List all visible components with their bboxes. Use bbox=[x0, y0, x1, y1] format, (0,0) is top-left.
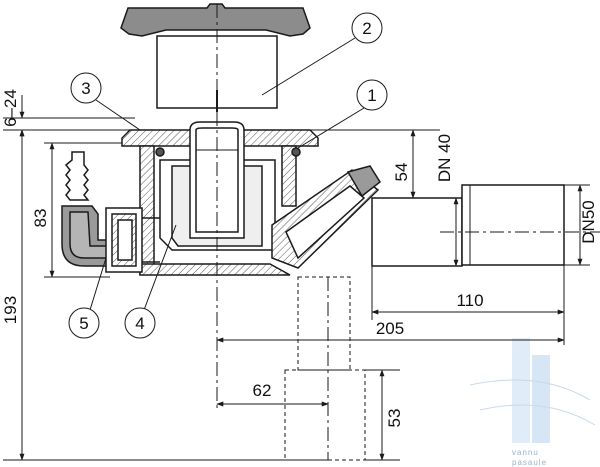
dim-dn40: DN 40 bbox=[435, 134, 454, 182]
callout-1: 1 bbox=[367, 86, 376, 105]
callout-4: 4 bbox=[135, 314, 144, 333]
watermark-line2: pasaule bbox=[512, 458, 547, 467]
dim-dn50: DN50 bbox=[579, 200, 598, 243]
side-inlet bbox=[61, 151, 160, 273]
dim-54: 54 bbox=[392, 163, 411, 182]
callout-labels: 2 3 1 5 4 bbox=[79, 19, 376, 333]
dim-6-24: 6–24 bbox=[1, 89, 20, 127]
outlet-pipes bbox=[371, 184, 600, 267]
dim-193: 193 bbox=[1, 296, 20, 324]
callout-1-circle bbox=[356, 79, 388, 111]
watermark-line1: vannu bbox=[512, 448, 539, 457]
reference-lines bbox=[3, 117, 440, 461]
callouts bbox=[68, 12, 388, 339]
callout-2: 2 bbox=[362, 19, 371, 38]
dim-53: 53 bbox=[385, 409, 404, 428]
grate-cap bbox=[120, 3, 311, 112]
callout-3-circle bbox=[70, 72, 102, 104]
dim-110: 110 bbox=[456, 291, 483, 310]
horizontal-dimensions bbox=[216, 112, 565, 410]
dim-205: 205 bbox=[376, 319, 404, 338]
callout-4-circle bbox=[124, 307, 156, 339]
callout-2-circle bbox=[351, 12, 383, 44]
callout-5-circle bbox=[68, 307, 100, 339]
callout-3: 3 bbox=[81, 79, 90, 98]
dim-83: 83 bbox=[31, 209, 50, 228]
callout-5: 5 bbox=[79, 314, 88, 333]
watermark: vannu pasaule bbox=[469, 338, 596, 467]
vertical-dimensions bbox=[19, 95, 590, 461]
drain-body bbox=[121, 121, 381, 276]
dimension-labels: 6–24 193 83 54 DN 40 DN50 110 205 62 53 bbox=[1, 89, 598, 427]
alt-outlet bbox=[284, 276, 366, 461]
dim-62: 62 bbox=[253, 381, 272, 400]
